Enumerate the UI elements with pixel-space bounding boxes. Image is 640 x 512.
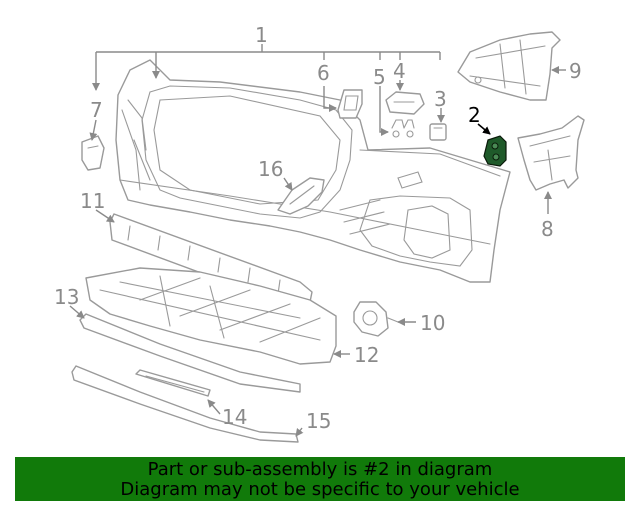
sensor-3 [429, 123, 447, 141]
clips-5 [391, 119, 415, 138]
bracket-7 [81, 135, 105, 171]
side-bracket [517, 115, 585, 191]
bracket-6 [337, 89, 363, 119]
callout-6: 6 [317, 61, 330, 85]
callout-labels: 1 2 3 4 5 6 7 8 9 10 11 12 13 14 15 16 [54, 23, 582, 433]
callout-5: 5 [373, 65, 386, 89]
callout-15: 15 [306, 409, 331, 433]
callout-2: 2 [468, 103, 481, 127]
parts-diagram: 1 2 3 4 5 6 7 8 9 10 11 12 13 14 15 16 [54, 23, 585, 443]
callout-14: 14 [222, 405, 247, 429]
trim-strip-14 [135, 369, 211, 397]
banner-line-part: Part or sub-assembly is #2 in diagram [147, 459, 493, 480]
callout-11: 11 [80, 189, 105, 213]
undertray-12 [85, 267, 337, 365]
callout-7: 7 [90, 98, 103, 122]
callout-3: 3 [434, 87, 447, 111]
lower-trim-15 [71, 365, 299, 443]
spoiler-13 [79, 313, 301, 393]
callout-13: 13 [54, 285, 79, 309]
bumper-cover [115, 59, 511, 283]
air-guide-upper [457, 31, 561, 101]
bracket-4 [385, 91, 425, 115]
banner-line-disclaimer: Diagram may not be specific to your vehi… [120, 479, 520, 500]
highlighted-part-2 [483, 135, 507, 167]
grille-inlay [277, 177, 325, 215]
callout-8: 8 [541, 217, 554, 241]
leader-lines [69, 44, 566, 437]
callout-16: 16 [258, 157, 283, 181]
info-banner: Part or sub-assembly is #2 in diagram Di… [15, 457, 625, 501]
callout-9: 9 [569, 59, 582, 83]
component-10 [353, 301, 399, 337]
callout-12: 12 [354, 343, 379, 367]
callout-4: 4 [393, 59, 406, 83]
callout-10: 10 [420, 311, 445, 335]
callout-1: 1 [255, 23, 268, 47]
